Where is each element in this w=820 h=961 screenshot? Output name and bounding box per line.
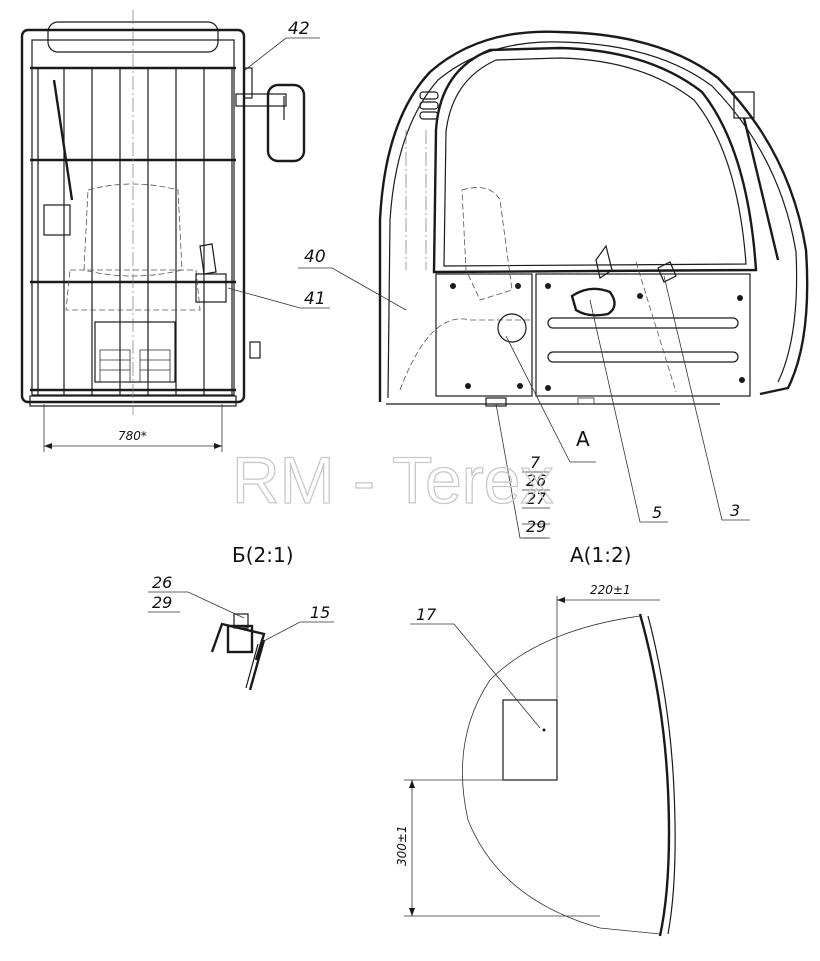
section-a-letter: А bbox=[576, 427, 590, 451]
callout-3: 3 bbox=[730, 501, 740, 520]
dimension-300-label: 300±1 bbox=[395, 825, 409, 866]
callout-26: 26 bbox=[526, 471, 546, 490]
detail-b-bracket bbox=[148, 591, 334, 691]
callout-17: 17 bbox=[416, 605, 437, 624]
dimension-300 bbox=[404, 779, 600, 917]
callout-29: 29 bbox=[526, 517, 546, 536]
detail-a-window bbox=[410, 613, 676, 937]
callout-stack bbox=[522, 471, 550, 539]
callout-15: 15 bbox=[310, 603, 330, 622]
dimension-220-label: 220±1 bbox=[590, 583, 631, 597]
cab-front-view bbox=[20, 10, 306, 415]
callout-40: 40 bbox=[304, 247, 326, 267]
callout-5: 5 bbox=[652, 503, 662, 522]
callout-26-detail: 26 bbox=[152, 573, 172, 592]
watermark: RM - Terex bbox=[232, 443, 554, 517]
callout-27: 27 bbox=[526, 489, 547, 508]
callout-29-detail: 29 bbox=[152, 593, 172, 612]
detail-b-title: Б(2:1) bbox=[232, 543, 294, 567]
dimension-width bbox=[43, 404, 223, 452]
front-view-leaders bbox=[227, 37, 330, 309]
callout-42: 42 bbox=[288, 19, 310, 39]
callout-41: 41 bbox=[304, 289, 326, 309]
cab-side-view bbox=[378, 30, 809, 407]
dimension-780: 780* bbox=[118, 429, 147, 443]
detail-a-title: А(1:2) bbox=[570, 543, 631, 567]
callout-7: 7 bbox=[530, 453, 541, 472]
dimension-220 bbox=[556, 596, 660, 700]
